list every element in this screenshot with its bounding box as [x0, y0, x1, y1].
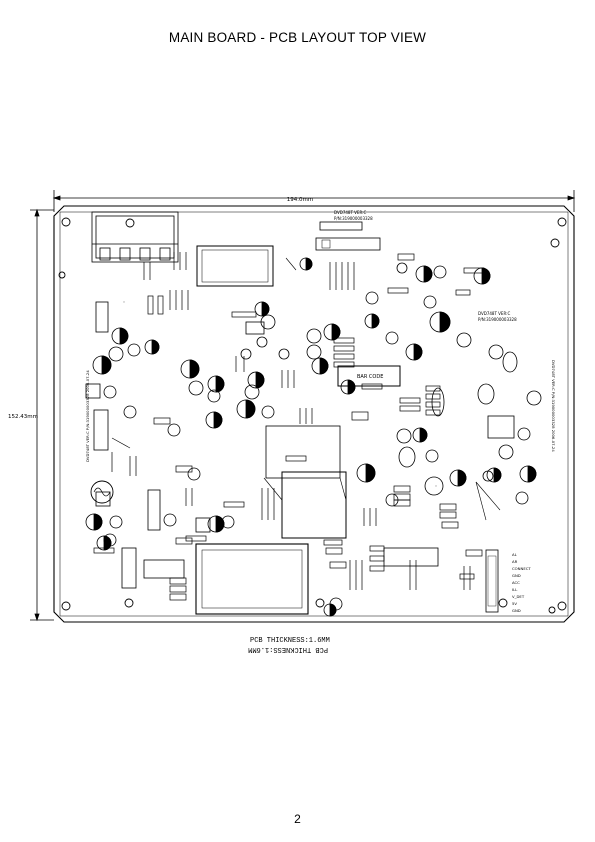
- jumpers: [153, 253, 483, 601]
- resistors: [93, 267, 485, 580]
- board-outline: [53, 205, 575, 623]
- svg-text:ILL: ILL: [512, 587, 518, 592]
- version-pn-2: P/N:319000003328: [478, 317, 517, 322]
- svg-text:CONNECT: CONNECT: [512, 566, 531, 571]
- page-title: MAIN BOARD - PCB LAYOUT TOP VIEW: [168, 30, 427, 45]
- width-dimension-label: 194.0mm: [287, 197, 313, 203]
- capacitors-hatched: [85, 257, 537, 617]
- svg-text:5V: 5V: [512, 601, 517, 606]
- page-number: 2: [294, 812, 301, 826]
- version-pn-1: P/N:319000003328: [334, 216, 373, 221]
- top-left-connector: [91, 211, 179, 263]
- bar-code-label: BAR CODE: [357, 374, 383, 380]
- side-text-right: DVD748T VER:C P/N:319000003328 2006-07-2…: [551, 360, 556, 452]
- coil: [90, 480, 114, 504]
- svg-text:AR: AR: [512, 559, 518, 564]
- connector-pin-labels: AL AR CONNECT GND ACC ILL V_DET 5V GND: [512, 552, 531, 613]
- thickness-note: PCB THICKNESS:1.6MM: [250, 637, 330, 645]
- version-note-1: DVD748T VER:C: [334, 210, 366, 215]
- pin-lines: [111, 252, 471, 590]
- svg-text:V_DET: V_DET: [512, 594, 525, 599]
- svg-text:GND: GND: [512, 573, 521, 578]
- capacitors-open: [103, 262, 542, 611]
- mounting-holes: [58, 217, 567, 614]
- svg-text:AL: AL: [512, 552, 518, 557]
- height-dimension: [30, 208, 54, 622]
- thickness-note-mirrored: PCB THICKNESS:1.6MM: [248, 645, 328, 653]
- height-dimension-label: 152.43mm: [8, 414, 38, 420]
- width-dimension: [52, 190, 576, 212]
- version-note-2: DVD748T VER:C: [478, 311, 510, 316]
- side-text-left: DVD748T VER:C P/N:319000003328 2006-07-2…: [85, 370, 90, 462]
- svg-text:ACC: ACC: [512, 580, 520, 585]
- svg-text:GND: GND: [512, 608, 521, 613]
